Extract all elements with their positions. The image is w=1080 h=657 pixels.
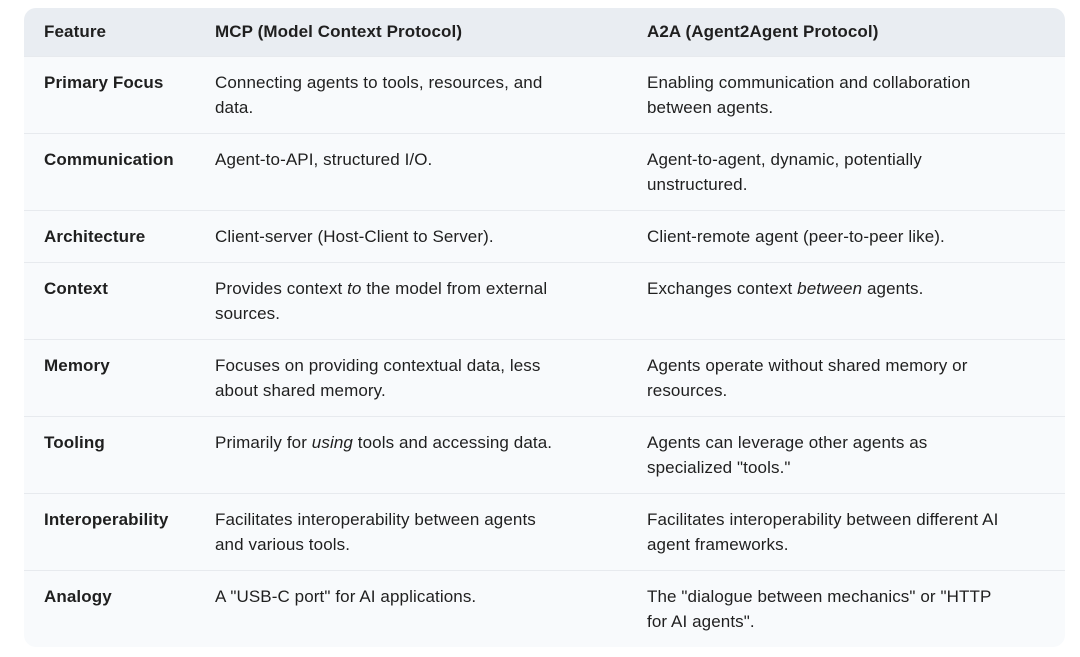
feature-cell: Analogy <box>24 571 215 648</box>
a2a-cell: The "dialogue between mechanics" or "HTT… <box>647 571 1065 648</box>
text: Architecture <box>44 227 146 246</box>
feature-cell: Tooling <box>24 417 215 494</box>
table-body: Primary Focus Connecting agents to tools,… <box>24 56 1065 648</box>
table-row: Memory Focuses on providing contextual da… <box>24 339 1065 417</box>
table-row: Interoperability Facilitates interoperabi… <box>24 493 1065 571</box>
text: Facilitates interoperability between age… <box>215 510 536 554</box>
text: Provides context <box>215 279 348 298</box>
feature-cell: Architecture <box>24 211 215 263</box>
text: Exchanges context <box>647 279 798 298</box>
text: Enabling communication and collaboration… <box>647 73 971 117</box>
column-header-a2a: A2A (Agent2Agent Protocol) <box>647 8 1065 57</box>
text: Connecting agents to tools, resources, a… <box>215 73 543 117</box>
text: Agent-to-agent, dynamic, potentially uns… <box>647 150 922 194</box>
feature-cell: Memory <box>24 340 215 417</box>
table-row: Communication Agent-to-API, structured I/… <box>24 133 1065 211</box>
text: agents. <box>862 279 924 298</box>
mcp-cell: Facilitates interoperability between age… <box>215 494 647 571</box>
a2a-cell: Facilitates interoperability between dif… <box>647 494 1065 571</box>
text: Primarily for <box>215 433 312 452</box>
mcp-cell: Primarily for using tools and accessing … <box>215 417 647 494</box>
text: The "dialogue between mechanics" or "HTT… <box>647 587 992 631</box>
text: Client-remote agent (peer-to-peer like). <box>647 227 945 246</box>
mcp-cell: Connecting agents to tools, resources, a… <box>215 57 647 134</box>
text: Agent-to-API, structured I/O. <box>215 150 433 169</box>
a2a-cell: Agent-to-agent, dynamic, potentially uns… <box>647 134 1065 211</box>
mcp-cell: Client-server (Host-Client to Server). <box>215 211 647 263</box>
a2a-cell: Exchanges context between agents. <box>647 263 1065 340</box>
text: Tooling <box>44 433 105 452</box>
text: Context <box>44 279 108 298</box>
table-header-row: Feature MCP (Model Context Protocol) A2A… <box>24 8 1065 57</box>
italic-text: using <box>311 433 353 452</box>
text: the model from external sources. <box>215 279 548 323</box>
table-row: Architecture Client-server (Host-Client t… <box>24 210 1065 263</box>
text: tools and accessing data. <box>352 433 553 452</box>
text: Agents operate without shared memory or … <box>647 356 968 400</box>
text: Client-server (Host-Client to Server). <box>215 227 494 246</box>
mcp-cell: A "USB-C port" for AI applications. <box>215 571 647 648</box>
column-header-feature: Feature <box>24 8 215 57</box>
text: Communication <box>44 150 174 169</box>
feature-cell: Context <box>24 263 215 340</box>
text: Interoperability <box>44 510 169 529</box>
italic-text: to <box>347 279 362 298</box>
table-row: Tooling Primarily for using tools and acc… <box>24 416 1065 494</box>
table-row: Primary Focus Connecting agents to tools,… <box>24 56 1065 134</box>
mcp-cell: Focuses on providing contextual data, le… <box>215 340 647 417</box>
text: Facilitates interoperability between dif… <box>647 510 999 554</box>
feature-cell: Interoperability <box>24 494 215 571</box>
feature-cell: Communication <box>24 134 215 211</box>
text: Focuses on providing contextual data, le… <box>215 356 541 400</box>
a2a-cell: Client-remote agent (peer-to-peer like). <box>647 211 1065 263</box>
text: Analogy <box>44 587 112 606</box>
italic-text: between <box>797 279 863 298</box>
text: A "USB-C port" for AI applications. <box>215 587 477 606</box>
a2a-cell: Enabling communication and collaboration… <box>647 57 1065 134</box>
column-header-mcp: MCP (Model Context Protocol) <box>215 8 647 57</box>
mcp-cell: Provides context to the model from exter… <box>215 263 647 340</box>
a2a-cell: Agents can leverage other agents as spec… <box>647 417 1065 494</box>
table-row: Context Provides context to the model fro… <box>24 262 1065 340</box>
text: Primary Focus <box>44 73 164 92</box>
comparison-table: Feature MCP (Model Context Protocol) A2A… <box>24 8 1065 647</box>
a2a-cell: Agents operate without shared memory or … <box>647 340 1065 417</box>
comparison-table-card: Feature MCP (Model Context Protocol) A2A… <box>24 8 1065 647</box>
mcp-cell: Agent-to-API, structured I/O. <box>215 134 647 211</box>
table-row: Analogy A "USB-C port" for AI application… <box>24 570 1065 648</box>
feature-cell: Primary Focus <box>24 57 215 134</box>
text: Memory <box>44 356 110 375</box>
text: Agents can leverage other agents as spec… <box>647 433 928 477</box>
